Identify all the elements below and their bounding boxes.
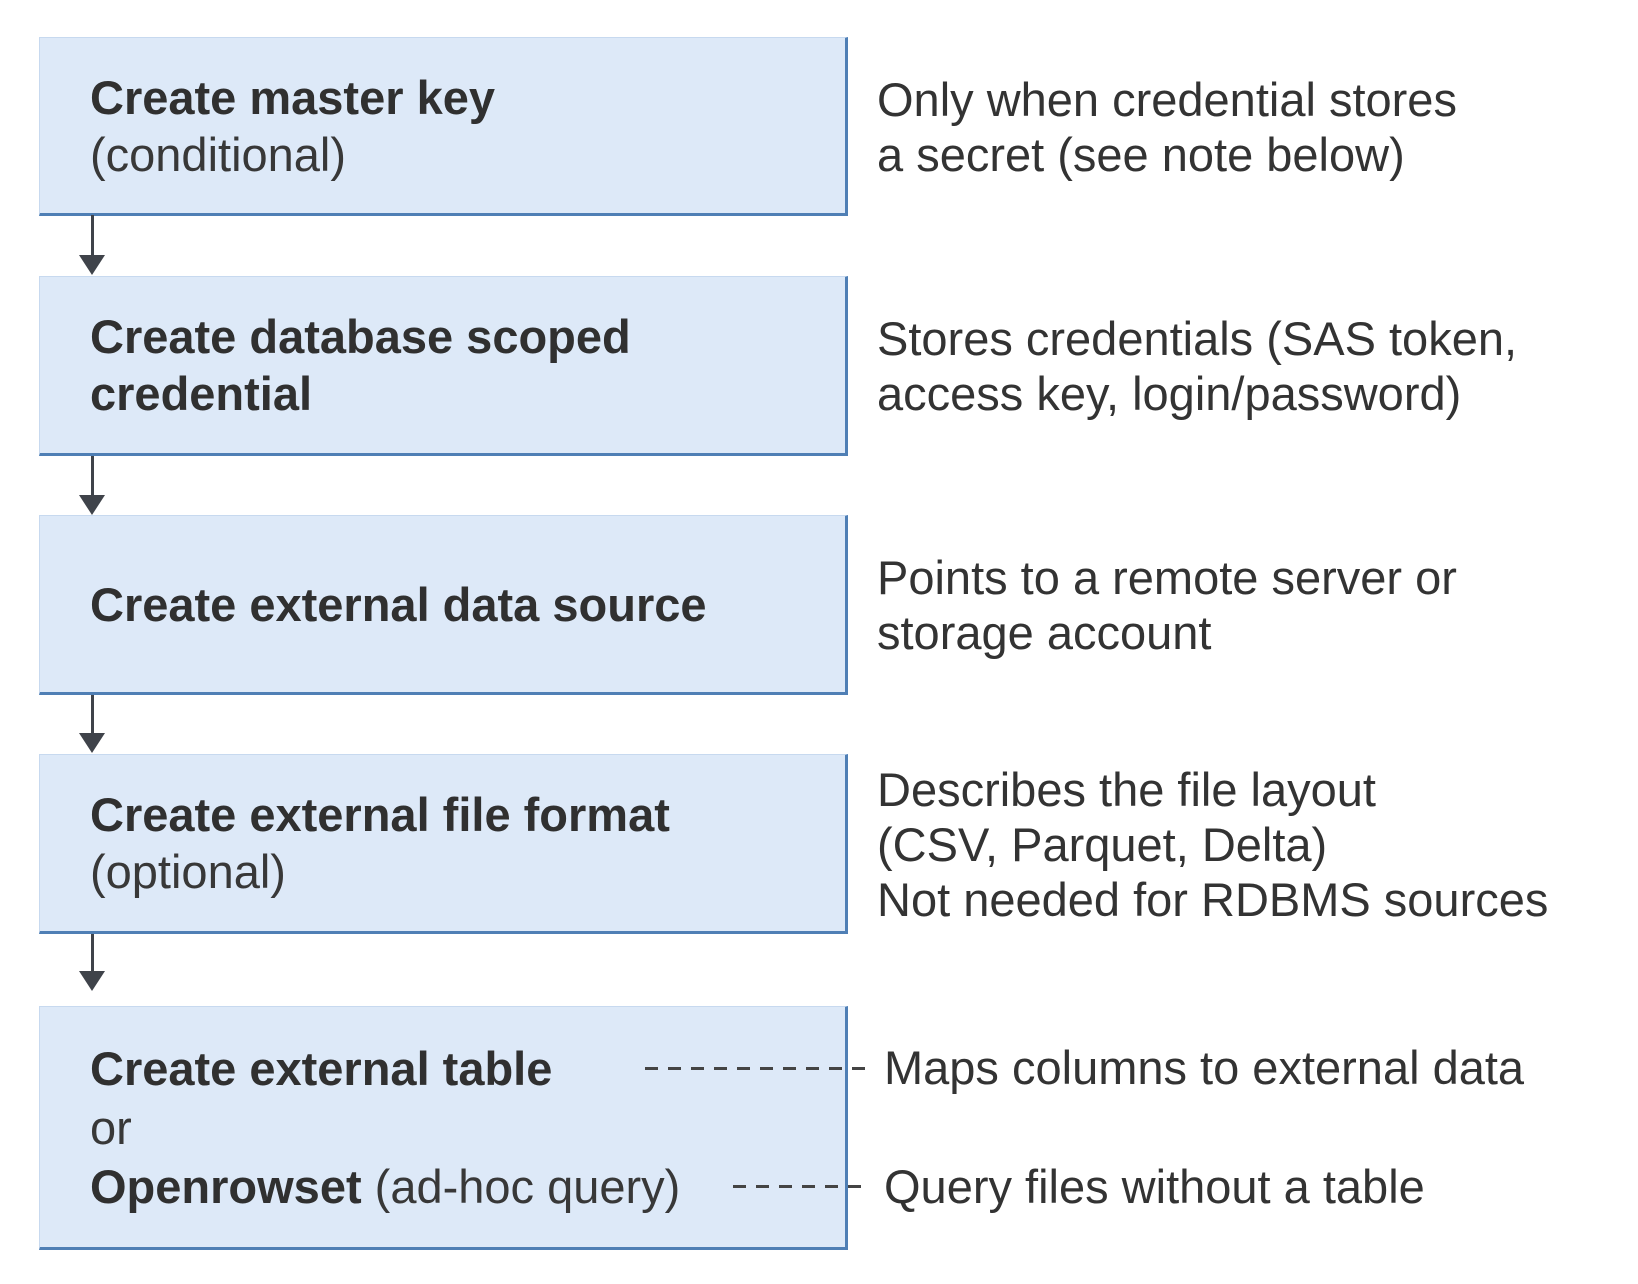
arrow-shaft xyxy=(90,456,94,495)
step-box-create-database-scoped-credential: Create database scoped credential xyxy=(39,276,848,456)
step-title: Create master key xyxy=(90,70,495,124)
note-file-format: Describes the file layout (CSV, Parquet,… xyxy=(877,754,1608,934)
note-line: Points to a remote server or xyxy=(877,551,1457,604)
down-arrow-icon xyxy=(79,456,105,515)
openrowset-label: Openrowset xyxy=(90,1159,362,1213)
step-box-create-external-table-or-openrowset: Create external table or Openrowset (ad-… xyxy=(39,1006,848,1250)
step-subtitle: (conditional) xyxy=(90,127,347,181)
down-arrow-icon xyxy=(79,934,105,991)
note-line: storage account xyxy=(877,606,1212,659)
step-title: Create external data source xyxy=(90,577,707,631)
note-line: access key, login/password) xyxy=(877,367,1462,420)
step-title: Create database scoped credential xyxy=(90,310,631,420)
note-credential: Stores credentials (SAS token, access ke… xyxy=(877,276,1608,456)
step-title: Create external table xyxy=(90,1041,553,1095)
note-openrowset: Query files without a table xyxy=(884,1160,1425,1213)
arrow-head xyxy=(79,495,105,515)
note-master-key: Only when credential stores a secret (se… xyxy=(877,37,1608,216)
note-line: a secret (see note below) xyxy=(877,127,1405,181)
note-data-source: Points to a remote server or storage acc… xyxy=(877,515,1608,695)
dashed-connector-external-table xyxy=(645,1067,870,1070)
arrow-shaft xyxy=(90,934,94,971)
step-or-text: or xyxy=(90,1100,132,1154)
note-line: Only when credential stores xyxy=(877,72,1457,126)
down-arrow-icon xyxy=(79,215,105,275)
note-line: Stores credentials (SAS token, xyxy=(877,312,1518,365)
step-openrowset-line: Openrowset (ad-hoc query) xyxy=(90,1157,825,1216)
arrow-head xyxy=(79,971,105,991)
note-line: Not needed for RDBMS sources xyxy=(877,872,1549,926)
note-external-table: Maps columns to external data xyxy=(884,1041,1525,1094)
arrow-head xyxy=(79,255,105,275)
note-line: Describes the file layout xyxy=(877,762,1376,816)
step-title: Create external file format xyxy=(90,788,670,841)
arrow-head xyxy=(79,733,105,753)
step-subtitle: (optional) xyxy=(90,845,286,898)
arrow-shaft xyxy=(90,695,94,733)
step-box-create-master-key: Create master key (conditional) xyxy=(39,37,848,216)
dashed-connector-openrowset xyxy=(733,1185,870,1188)
step-box-create-external-file-format: Create external file format (optional) xyxy=(39,754,848,934)
openrowset-qualifier: (ad-hoc query) xyxy=(361,1159,681,1213)
down-arrow-icon xyxy=(79,695,105,753)
step-box-create-external-data-source: Create external data source xyxy=(39,515,848,695)
arrow-shaft xyxy=(90,215,94,255)
note-line: (CSV, Parquet, Delta) xyxy=(877,817,1328,871)
